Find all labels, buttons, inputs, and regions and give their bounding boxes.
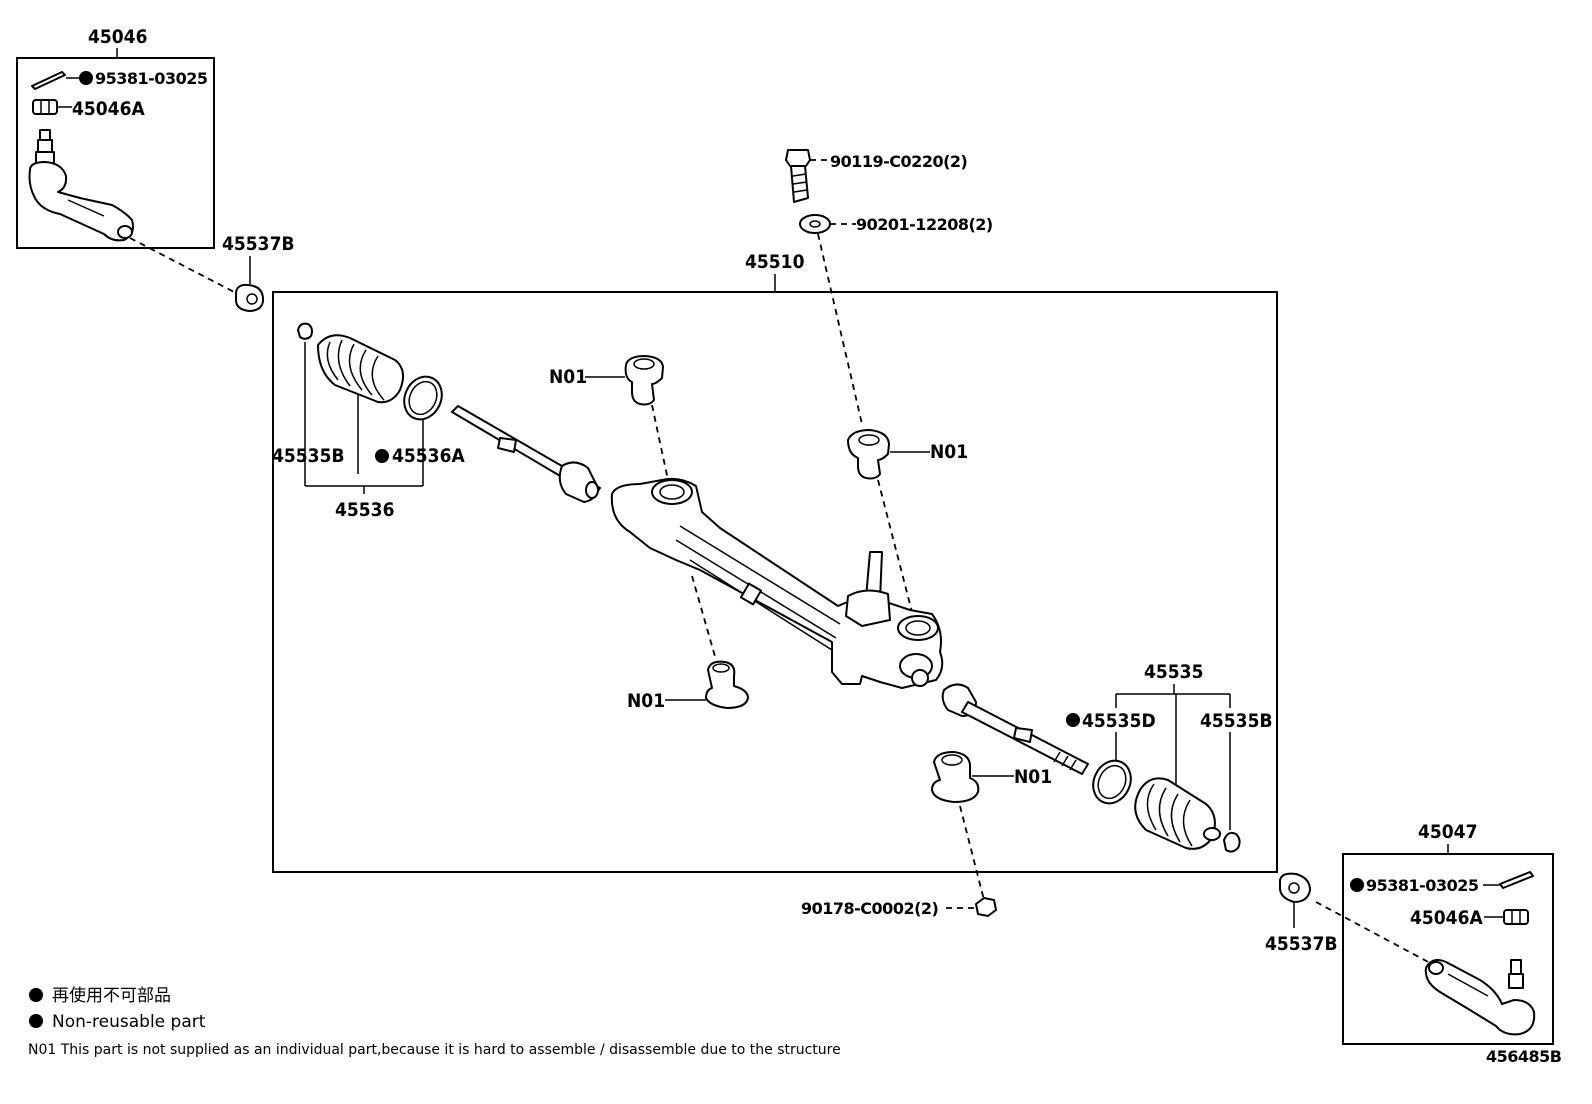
tie-rod-left — [451, 405, 601, 503]
diagram-id: 456485B — [1486, 1047, 1562, 1066]
castle-nut-left — [32, 99, 72, 115]
assembly-number-45510: 45510 — [745, 251, 805, 273]
connector-line — [129, 237, 239, 295]
steering-gear-box — [272, 291, 1278, 873]
non-reusable-dot — [29, 1014, 43, 1028]
connector-line — [959, 805, 985, 901]
label-n01-lower-right: N01 — [1014, 766, 1052, 788]
bolt-90119 — [785, 149, 830, 203]
label-45046A-left: 45046A — [72, 98, 145, 120]
tie-rod-end-right-box — [1342, 853, 1554, 1045]
label-95381-03025-left: 95381-03025 — [95, 69, 208, 88]
boot-right — [1134, 777, 1221, 850]
label-95381-03025-right: 95381-03025 — [1366, 876, 1479, 895]
non-reusable-dot — [375, 449, 389, 463]
label-45535: 45535 — [1144, 661, 1203, 683]
label-45535B-left: 45535B — [272, 445, 345, 467]
connector-line — [877, 479, 913, 613]
cotter-pin-right — [1483, 871, 1534, 889]
assembly-number-45047: 45047 — [1418, 821, 1477, 843]
legend-non-reusable-jp: 再使用不可部品 — [52, 985, 171, 1006]
lock-nut-left: 45537B — [222, 233, 295, 312]
boot-set-left-bracket — [305, 485, 423, 494]
clamp-right — [1092, 732, 1132, 805]
non-reusable-dot — [29, 988, 43, 1002]
label-45537B-left: 45537B — [222, 233, 295, 255]
nut-90178 — [946, 897, 997, 917]
cotter-pin-left — [31, 71, 80, 90]
label-45536: 45536 — [335, 499, 394, 521]
non-reusable-dot — [1350, 878, 1364, 892]
label-n01-upper-left: N01 — [549, 366, 587, 388]
bushing-upper-right — [847, 429, 930, 480]
label-90178-C0002: 90178-C0002(2) — [801, 899, 938, 918]
tie-rod-end-right-group: 45047 95381-03025 45046A — [1342, 821, 1554, 1045]
label-90201-12208: 90201-12208(2) — [856, 215, 993, 234]
clip-left — [297, 322, 313, 486]
lock-nut-right — [1279, 872, 1311, 928]
legend-non-reusable-en: Non-reusable part — [52, 1012, 206, 1032]
non-reusable-dot — [1066, 713, 1080, 727]
washer-90201 — [799, 214, 856, 234]
connector-line — [651, 404, 669, 481]
label-45046A-right: 45046A — [1410, 907, 1483, 929]
bushing-lower-right — [931, 751, 1014, 803]
boot-left — [317, 334, 405, 474]
tie-rod-end-left — [28, 129, 134, 242]
label-45536A: 45536A — [392, 445, 465, 467]
castle-nut-right — [1484, 909, 1529, 925]
connector-line — [817, 233, 863, 425]
assembly-number-45046: 45046 — [88, 26, 147, 48]
label-n01-upper-right: N01 — [930, 441, 968, 463]
connector-line — [691, 575, 717, 661]
label-45535B-right: 45535B — [1200, 710, 1273, 732]
label-45537B-right: 45537B — [1265, 933, 1338, 955]
legend-n01-note: N01 This part is not supplied as an indi… — [28, 1042, 841, 1058]
bushing-lower-left — [665, 660, 749, 709]
tie-rod-end-left-group: 45046 95381-03025 45046A — [16, 26, 215, 249]
tie-rod-right — [941, 683, 1089, 775]
label-45535D: 45535D — [1082, 710, 1156, 732]
tie-rod-end-right — [1424, 959, 1536, 1036]
label-90119-C0220: 90119-C0220(2) — [830, 152, 967, 171]
clamp-left — [403, 375, 443, 486]
label-n01-lower-left: N01 — [627, 690, 665, 712]
tie-rod-end-left-box — [16, 57, 215, 249]
steering-rack-housing — [610, 477, 944, 689]
non-reusable-dot — [79, 71, 93, 85]
legend: 再使用不可部品 Non-reusable part N01 This part … — [28, 985, 841, 1058]
bushing-upper-left — [585, 355, 664, 406]
boot-set-right-bracket — [1115, 684, 1231, 784]
clip-right — [1223, 732, 1241, 853]
